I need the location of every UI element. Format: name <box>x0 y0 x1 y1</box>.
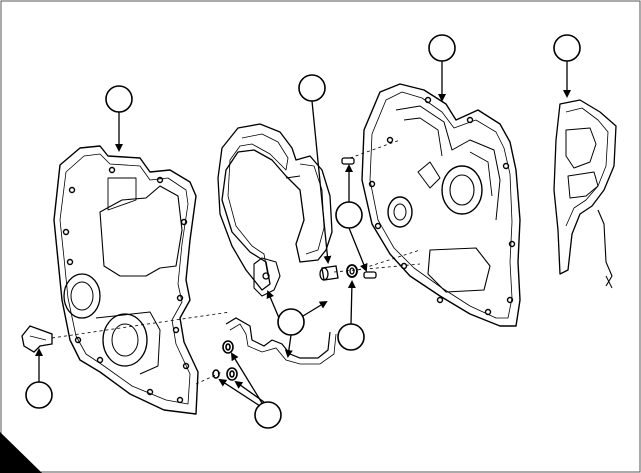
part-front-cover <box>53 145 199 415</box>
callout-circle-ring <box>337 323 365 351</box>
part-rear-plate <box>361 83 521 327</box>
callout-circle-bracket <box>25 381 53 409</box>
callout-circle-front-cover <box>105 85 133 113</box>
callouts <box>25 34 581 429</box>
callout-circle-pin <box>298 74 326 102</box>
corner-marker <box>0 432 42 473</box>
callout-circle-seal <box>277 308 305 336</box>
alignment-lines <box>51 139 421 385</box>
callout-circle-rear-gasket <box>553 34 581 62</box>
leader-lines <box>35 61 571 407</box>
callout-circle-dowel <box>335 201 363 229</box>
part-orings <box>212 340 238 381</box>
callout-circle-orings <box>254 401 282 429</box>
part-gasket <box>217 123 333 297</box>
part-seal-strip <box>225 317 337 365</box>
part-bracket <box>21 325 53 353</box>
part-rear-gasket <box>553 99 617 289</box>
callout-circle-rear-plate <box>428 34 456 62</box>
